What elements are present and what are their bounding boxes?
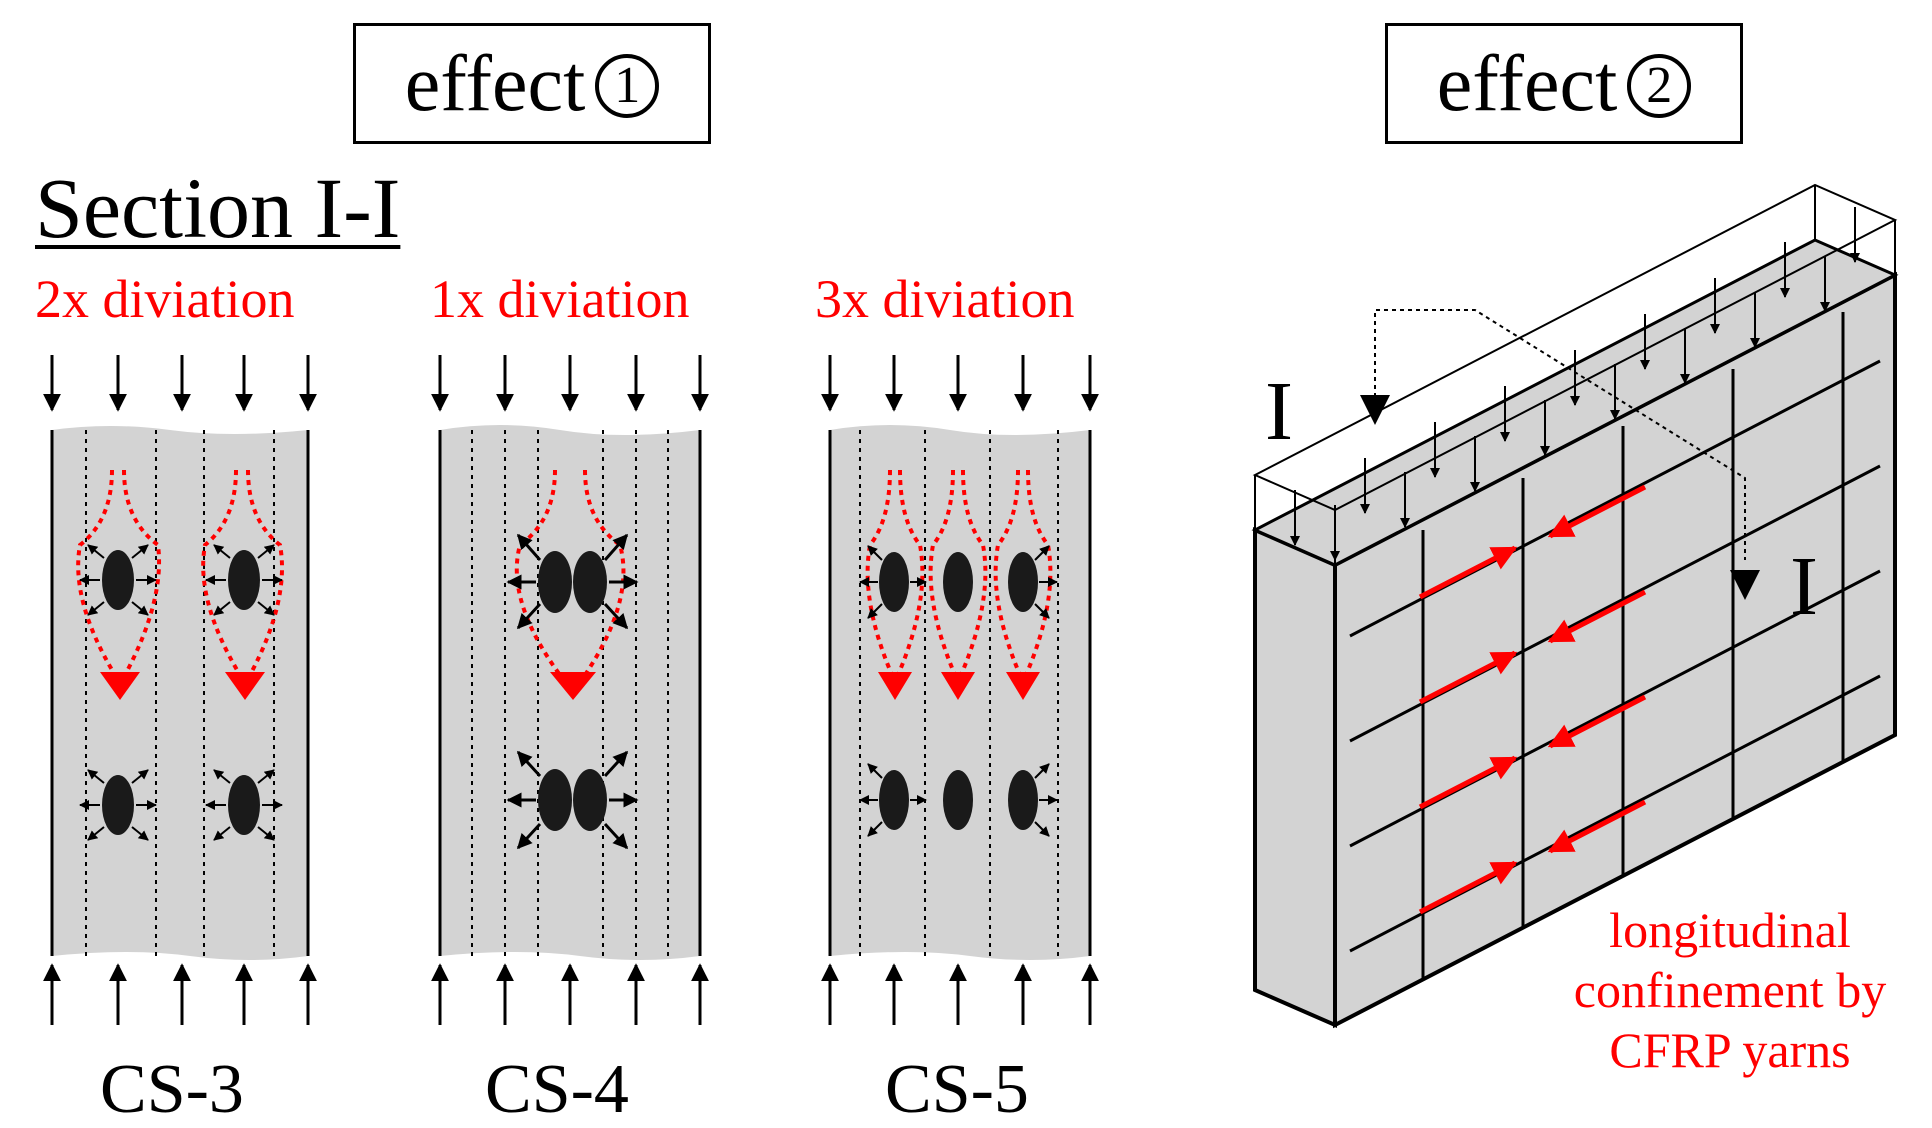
section-mark-right: I [1790,540,1818,633]
concrete-body-cs3 [52,426,308,960]
effect-2-title: effect 2 [1385,23,1743,144]
flow-arrowhead-cs3-a [100,672,140,700]
deviation-label-cs5: 3x diviation [815,269,1075,329]
specimen-cs3 [43,355,317,1025]
specimen-label-cs5: CS-5 [885,1051,1029,1128]
load-arrows-cs3 [43,355,317,1025]
load-arrows-cs5 [821,355,1099,1025]
specimen-cs5 [821,355,1099,1025]
confinement-label-line-1: longitudinal [1609,902,1851,958]
deviation-label-cs4: 1x diviation [430,269,690,329]
specimen-cs4 [431,355,709,1025]
wall-load-arrows [1290,207,1860,561]
wall-side-face [1253,526,1337,1029]
effect-2-number-circle: 2 [1627,53,1692,118]
effect-2-word: effect [1436,39,1618,128]
holes-cs3 [102,550,260,835]
section-title: Section I-I [35,160,401,256]
flow-arrowhead-cs4 [550,672,596,700]
effect-1-title: effect 1 [353,23,711,144]
effect-1-word: effect [404,39,586,128]
specimen-label-cs4: CS-4 [485,1051,629,1128]
flow-arrowhead-cs5-b [941,672,975,700]
deviation-label-cs3: 2x diviation [35,269,295,329]
section-cut-arrowhead-left [1360,395,1390,425]
confinement-label-line-3: CFRP yarns [1609,1022,1851,1078]
section-cut-line [1374,309,1746,560]
flow-lines-cs5 [865,469,1053,676]
flow-lines-cs3 [76,469,284,677]
wall-panel [1251,183,1899,1029]
section-mark-left: I [1265,365,1293,458]
specimen-label-cs3: CS-3 [100,1051,244,1128]
confinement-label: longitudinal confinement by CFRP yarns [1530,900,1930,1080]
stress-arrows-cs4 [506,533,639,850]
stress-arrows-cs3 [79,544,283,841]
section-cut-arrowhead-right [1730,570,1760,600]
load-arrows-cs4 [431,355,709,1025]
effect-1-number-circle: 1 [595,53,660,118]
flow-arrowhead-cs5-a [878,672,912,700]
flow-arrowhead-cs5-c [1006,672,1040,700]
stress-arrows-cs5 [859,545,1058,837]
confinement-label-line-2: confinement by [1573,962,1887,1018]
holes-cs4 [538,551,607,831]
flow-arrowhead-cs3-b [225,672,265,700]
confinement-arrows [1418,484,1647,915]
holes-cs5 [879,552,1038,830]
